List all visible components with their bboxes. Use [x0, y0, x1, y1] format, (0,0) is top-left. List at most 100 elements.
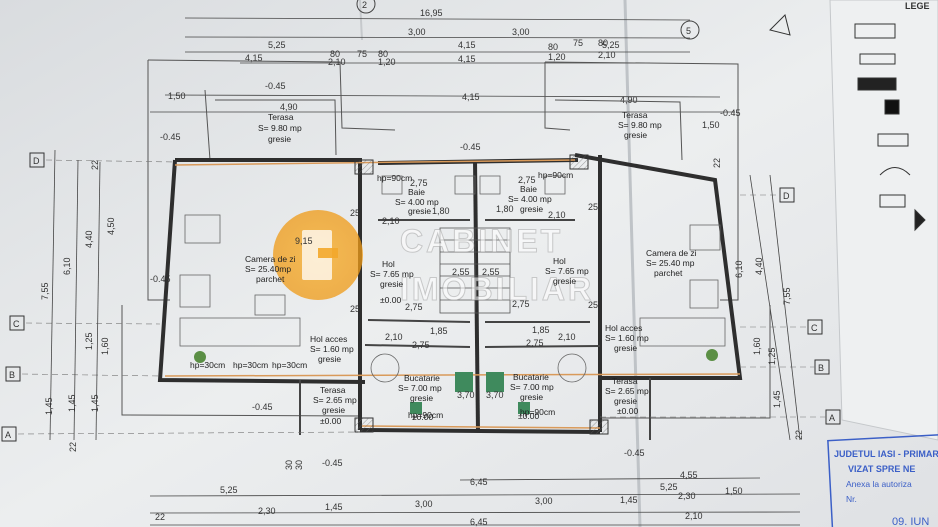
svg-text:4,50: 4,50: [106, 217, 116, 235]
svg-text:7,55: 7,55: [782, 287, 792, 305]
stamp-line-2: VIZAT SPRE NE: [848, 464, 915, 474]
svg-text:Terasa: Terasa: [622, 110, 648, 120]
svg-text:hp=90cm: hp=90cm: [408, 410, 443, 420]
svg-text:gresie: gresie: [410, 393, 433, 403]
svg-text:-0.45: -0.45: [252, 402, 273, 412]
watermark-line2: IMOBILIAR: [400, 271, 594, 307]
svg-text:S= 1.60 mp: S= 1.60 mp: [605, 333, 649, 343]
bottom-dim-lines: [149, 477, 801, 526]
svg-text:±0.00: ±0.00: [518, 411, 539, 421]
svg-text:A: A: [829, 413, 835, 423]
svg-text:25: 25: [350, 304, 360, 314]
svg-text:Hol acces: Hol acces: [310, 334, 347, 344]
svg-text:Baie: Baie: [520, 184, 537, 194]
svg-text:Hol: Hol: [553, 256, 566, 266]
room-hol-left: Hol S= 7.65 mp gresie: [370, 259, 414, 289]
svg-text:±0.00: ±0.00: [412, 412, 433, 422]
svg-text:gresie: gresie: [614, 343, 637, 353]
svg-text:1,85: 1,85: [532, 325, 550, 335]
svg-text:2,10: 2,10: [598, 50, 616, 60]
svg-text:S= 7.00 mp: S= 7.00 mp: [398, 383, 442, 393]
column-marker-5: [680, 20, 700, 40]
svg-text:3,00: 3,00: [535, 496, 553, 506]
svg-text:4,40: 4,40: [754, 257, 764, 275]
svg-text:5,25: 5,25: [268, 40, 286, 50]
svg-text:1,25: 1,25: [767, 347, 777, 365]
svg-text:1,60: 1,60: [752, 337, 762, 355]
svg-text:parchet: parchet: [256, 274, 285, 284]
svg-text:1,85: 1,85: [430, 326, 448, 336]
legend-sheet: [829, 0, 938, 441]
svg-text:22: 22: [712, 158, 722, 168]
svg-text:80: 80: [548, 42, 558, 52]
watermark-logo: [273, 210, 363, 300]
svg-text:22: 22: [794, 430, 804, 440]
svg-text:1,50: 1,50: [725, 486, 743, 496]
svg-text:parchet: parchet: [654, 268, 683, 278]
svg-text:gresie: gresie: [322, 405, 345, 415]
column-marker-2: [356, 0, 376, 14]
svg-text:Camera de zi: Camera de zi: [646, 248, 697, 258]
approval-stamp: JUDETUL IASI - PRIMARIA C VIZAT SPRE NE …: [827, 433, 938, 527]
hp-labels: hp=90cm hp=90cm hp=30cm hp=30cm hp=30cm …: [190, 170, 573, 420]
inner-walls: [299, 219, 651, 440]
svg-text:75: 75: [357, 49, 367, 59]
dim-left-150: 1,50: [168, 91, 186, 101]
svg-text:1,45: 1,45: [44, 397, 54, 415]
svg-text:1,25: 1,25: [84, 332, 94, 350]
svg-text:80: 80: [378, 49, 388, 59]
svg-text:1,45: 1,45: [772, 390, 782, 408]
stamp-line-1: JUDETUL IASI - PRIMARIA C: [834, 449, 938, 459]
svg-text:S= 2.65 mp: S= 2.65 mp: [605, 386, 649, 396]
svg-text:25: 25: [588, 300, 598, 310]
svg-text:Hol acces: Hol acces: [605, 323, 642, 333]
svg-text:S= 7.00 mp: S= 7.00 mp: [510, 382, 554, 392]
stamp-date: 09. IUN: [892, 516, 929, 527]
hatched-wall: [569, 154, 589, 170]
svg-text:2,10: 2,10: [548, 210, 566, 220]
svg-text:-0.45: -0.45: [265, 81, 286, 91]
svg-text:-0.45: -0.45: [322, 458, 343, 468]
svg-text:80: 80: [598, 38, 608, 48]
room-terasa-top-right: Terasa S= 9.80 mp gresie: [618, 110, 662, 140]
svg-text:gresie: gresie: [614, 396, 637, 406]
svg-text:30: 30: [294, 460, 304, 470]
svg-text:1,45: 1,45: [67, 394, 77, 412]
svg-text:gresie: gresie: [268, 134, 291, 144]
axis-grid-lines: [17, 159, 826, 435]
svg-text:2,75: 2,75: [405, 302, 423, 312]
svg-text:Terasa: Terasa: [320, 385, 346, 395]
svg-text:22: 22: [90, 160, 100, 170]
dim-right-150: 1,50: [702, 120, 720, 130]
svg-text:C: C: [811, 323, 818, 333]
room-terasa-top-left: Terasa S= 9.80 mp gresie: [258, 112, 302, 144]
dim-490-right: 4,90: [620, 95, 638, 105]
svg-text:4,15: 4,15: [245, 53, 263, 63]
room-terasa-bot-left: Terasa S= 2.65 mp gresie: [313, 385, 357, 415]
svg-text:gresie: gresie: [408, 206, 431, 216]
furniture: [179, 175, 726, 383]
svg-text:1,80: 1,80: [432, 206, 450, 216]
svg-text:1,45: 1,45: [620, 495, 638, 505]
svg-text:3,00: 3,00: [415, 499, 433, 509]
svg-text:gresie: gresie: [520, 392, 543, 402]
room-hol-acces-left: Hol acces S= 1.60 mp gresie: [310, 334, 354, 364]
svg-text:S= 1.60 mp: S= 1.60 mp: [310, 344, 354, 354]
svg-text:2,75: 2,75: [518, 175, 536, 185]
room-bucatarie-right: Bucatarie S= 7.00 mp gresie: [510, 372, 554, 402]
svg-text:A: A: [5, 430, 11, 440]
legend-header: LEGE: [905, 1, 930, 11]
bottom-dimensions: 4,55 5,25 6,45 5,25 2,30 1,45 3,00 3,00 …: [155, 460, 743, 527]
room-terasa-bot-right: Terasa S= 2.65 mp gresie: [605, 376, 649, 406]
room-camera-right: Camera de zi S= 25.40 mp parchet: [646, 248, 697, 278]
svg-text:6,10: 6,10: [734, 260, 744, 278]
svg-text:80: 80: [330, 49, 340, 59]
svg-text:-0.45: -0.45: [460, 142, 481, 152]
svg-text:30: 30: [284, 460, 294, 470]
level-marks: -0.45 -0.45 -0.45 -0.45 -0.45 -0.45 -0.4…: [150, 81, 741, 468]
svg-text:1,60: 1,60: [100, 337, 110, 355]
svg-text:B: B: [818, 363, 824, 373]
svg-text:gresie: gresie: [553, 276, 576, 286]
